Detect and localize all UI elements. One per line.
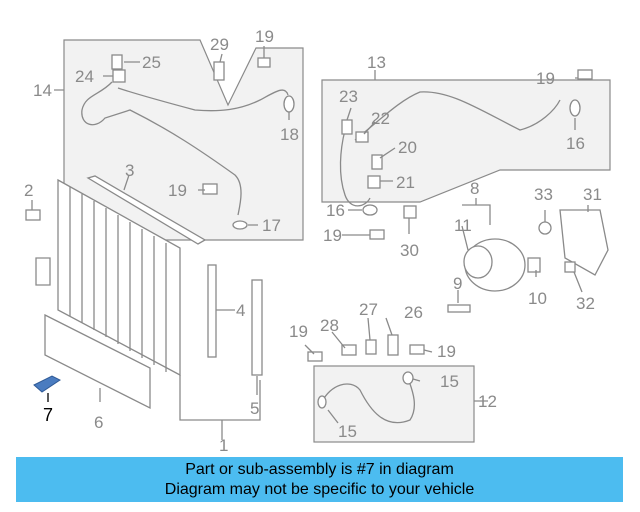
bolt-28 (341, 344, 357, 356)
condenser-fins (69, 187, 167, 372)
callout-14: 14 (33, 81, 52, 100)
callout-22: 22 (371, 109, 390, 128)
callout-3: 3 (125, 161, 134, 180)
fitting-24 (112, 69, 126, 83)
group-box-12 (313, 365, 475, 443)
callout-29: 29 (210, 35, 229, 54)
part-7-bracket (33, 375, 61, 393)
bracket-2 (35, 257, 51, 286)
callout-33: 33 (534, 185, 553, 204)
info-banner: Part or sub-assembly is #7 in diagram Di… (16, 457, 623, 502)
callout-1: 1 (219, 436, 228, 455)
hose-assembly-13 (339, 129, 371, 207)
callout-13: 13 (367, 53, 386, 72)
callout-15-b: 15 (338, 422, 357, 441)
nut-33 (538, 221, 552, 235)
oring-15-a (402, 371, 414, 385)
shield-31 (559, 209, 609, 276)
callout-16-a: 16 (566, 134, 585, 153)
callout-18: 18 (280, 125, 299, 144)
callout-15-a: 15 (440, 372, 459, 391)
bolt-19-e (307, 351, 323, 362)
callout-17: 17 (262, 216, 281, 235)
hose-assembly-14b (117, 87, 289, 112)
callout-11: 11 (454, 216, 472, 235)
callout-2: 2 (24, 181, 33, 200)
panel-6 (44, 313, 151, 410)
callout-23: 23 (339, 87, 358, 106)
callout-6: 6 (94, 413, 103, 432)
bolt-19-f (409, 344, 425, 355)
info-banner-background (16, 457, 623, 502)
callout-16-b: 16 (326, 201, 345, 220)
callout-7: 7 (43, 405, 53, 425)
callout-20: 20 (398, 138, 417, 157)
oring-18 (283, 95, 295, 113)
bolt-9 (447, 304, 471, 313)
drier-5 (251, 279, 263, 376)
oring-16-a (362, 204, 378, 216)
bolt-19-c (577, 69, 593, 80)
group-box-13 (321, 79, 611, 203)
oring-15-b (317, 395, 327, 409)
callout-25: 25 (142, 53, 161, 72)
banner-line-part-number: Part or sub-assembly is #7 in diagram (185, 460, 454, 478)
valve-23 (341, 119, 353, 135)
callout-19-b: 19 (168, 181, 187, 200)
hose-assembly-14 (81, 81, 242, 216)
callout-19-f: 19 (437, 342, 456, 361)
bracket-30 (403, 205, 417, 219)
banner-line-disclaimer: Diagram may not be specific to your vehi… (164, 480, 475, 498)
callout-27: 27 (359, 300, 378, 319)
sensor-29 (213, 61, 225, 81)
oring-16-b (569, 99, 581, 117)
cap-10 (527, 257, 541, 273)
fitting-22 (355, 131, 369, 143)
leader-lines (31, 46, 589, 424)
clip-32 (564, 261, 576, 273)
oring-17 (232, 220, 248, 230)
bracket-26 (387, 334, 399, 356)
callout-19-e: 19 (289, 322, 308, 341)
sensor-20 (371, 154, 383, 170)
callout-12: 12 (478, 392, 497, 411)
tube-4 (207, 264, 217, 358)
callout-28: 28 (320, 316, 339, 335)
bolt-2 (25, 209, 41, 221)
callout-5: 5 (250, 399, 259, 418)
callout-26: 26 (404, 303, 423, 322)
callout-19-c: 19 (536, 69, 555, 88)
callout-24: 24 (75, 67, 94, 86)
callout-10: 10 (528, 289, 547, 308)
callout-30: 30 (400, 241, 419, 260)
callout-19-d: 19 (323, 226, 342, 245)
fitting-27 (365, 339, 377, 355)
callout-8: 8 (470, 179, 479, 198)
callout-21: 21 (396, 173, 415, 192)
compressor-clutch (463, 245, 493, 279)
fitting-25 (111, 54, 123, 70)
bolt-19-b (202, 183, 218, 195)
cap-21 (367, 175, 381, 189)
hose-assembly-13b (354, 91, 561, 141)
bolt-19-d (369, 229, 385, 240)
hose-assembly-12 (321, 377, 415, 424)
callout-19-a: 19 (255, 27, 274, 46)
bracket-1 (179, 375, 261, 440)
bolt-19-a (257, 57, 271, 68)
callout-9: 9 (453, 274, 462, 293)
seal-3 (86, 175, 207, 245)
callout-4: 4 (236, 301, 245, 320)
callout-32: 32 (576, 294, 595, 313)
callout-31: 31 (583, 185, 602, 204)
